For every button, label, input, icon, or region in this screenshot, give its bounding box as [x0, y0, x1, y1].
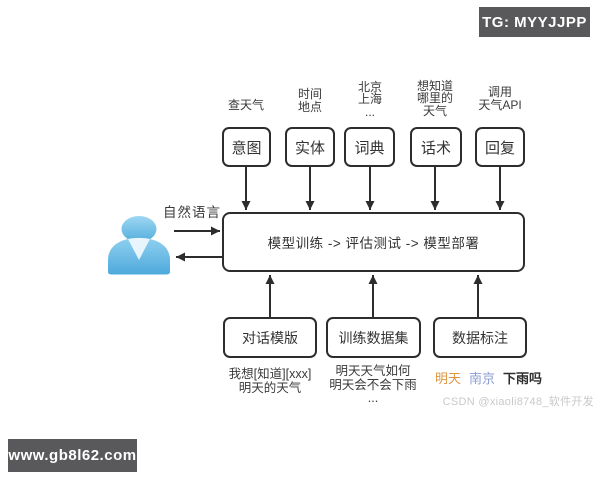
token-nanjing: 南京	[469, 371, 496, 386]
node-dictionary: 词典	[344, 127, 395, 167]
node-dialog-template-label: 对话模版	[242, 329, 298, 346]
example-training-dataset: 明天天气如何 明天会不会下雨 ...	[329, 364, 417, 405]
annotation-reply-example: 调用 天气API	[478, 85, 522, 112]
example-annotated-sentence: 明天 南京 下雨吗	[435, 368, 542, 387]
node-reply-label: 回复	[484, 139, 515, 157]
node-intent: 意图	[222, 127, 271, 167]
node-training-dataset-label: 训练数据集	[338, 329, 409, 346]
token-tomorrow: 明天	[435, 371, 462, 386]
natural-language-label: 自然语言	[163, 205, 221, 220]
node-entity-label: 实体	[294, 139, 325, 157]
url-watermark-badge: www.gb8l62.com	[8, 439, 137, 472]
annotation-entity-example: 时间 地点	[297, 87, 322, 114]
token-rain-question: 下雨吗	[503, 371, 543, 386]
example-dialog-template: 我想[知道][xxx] 明天的天气	[228, 367, 312, 395]
person-collar	[128, 237, 150, 260]
person-head	[121, 216, 157, 242]
node-dialog-template: 对话模版	[223, 317, 317, 358]
annotation-script-example: 想知道 哪里的 天气	[416, 78, 453, 118]
node-script: 话术	[410, 127, 462, 167]
node-pipeline: 模型训练 -> 评估测试 -> 模型部署	[222, 212, 525, 272]
node-training-dataset: 训练数据集	[326, 317, 421, 358]
node-script-label: 话术	[420, 139, 451, 157]
node-pipeline-label: 模型训练 -> 评估测试 -> 模型部署	[267, 236, 480, 251]
csdn-watermark: CSDN @xiaoli8748_软件开发	[442, 396, 594, 408]
tg-watermark-badge: TG: MYYJJPP	[479, 7, 590, 37]
node-reply: 回复	[475, 127, 525, 167]
annotation-intent-example: 查天气	[227, 97, 264, 112]
annotation-dictionary-example: 北京 上海 ...	[357, 79, 382, 119]
node-dictionary-label: 词典	[354, 139, 385, 157]
node-entity: 实体	[285, 127, 335, 167]
node-intent-label: 意图	[231, 139, 262, 157]
user-person-icon	[100, 208, 175, 283]
node-data-annotation-label: 数据标注	[452, 329, 508, 346]
node-data-annotation: 数据标注	[433, 317, 527, 358]
